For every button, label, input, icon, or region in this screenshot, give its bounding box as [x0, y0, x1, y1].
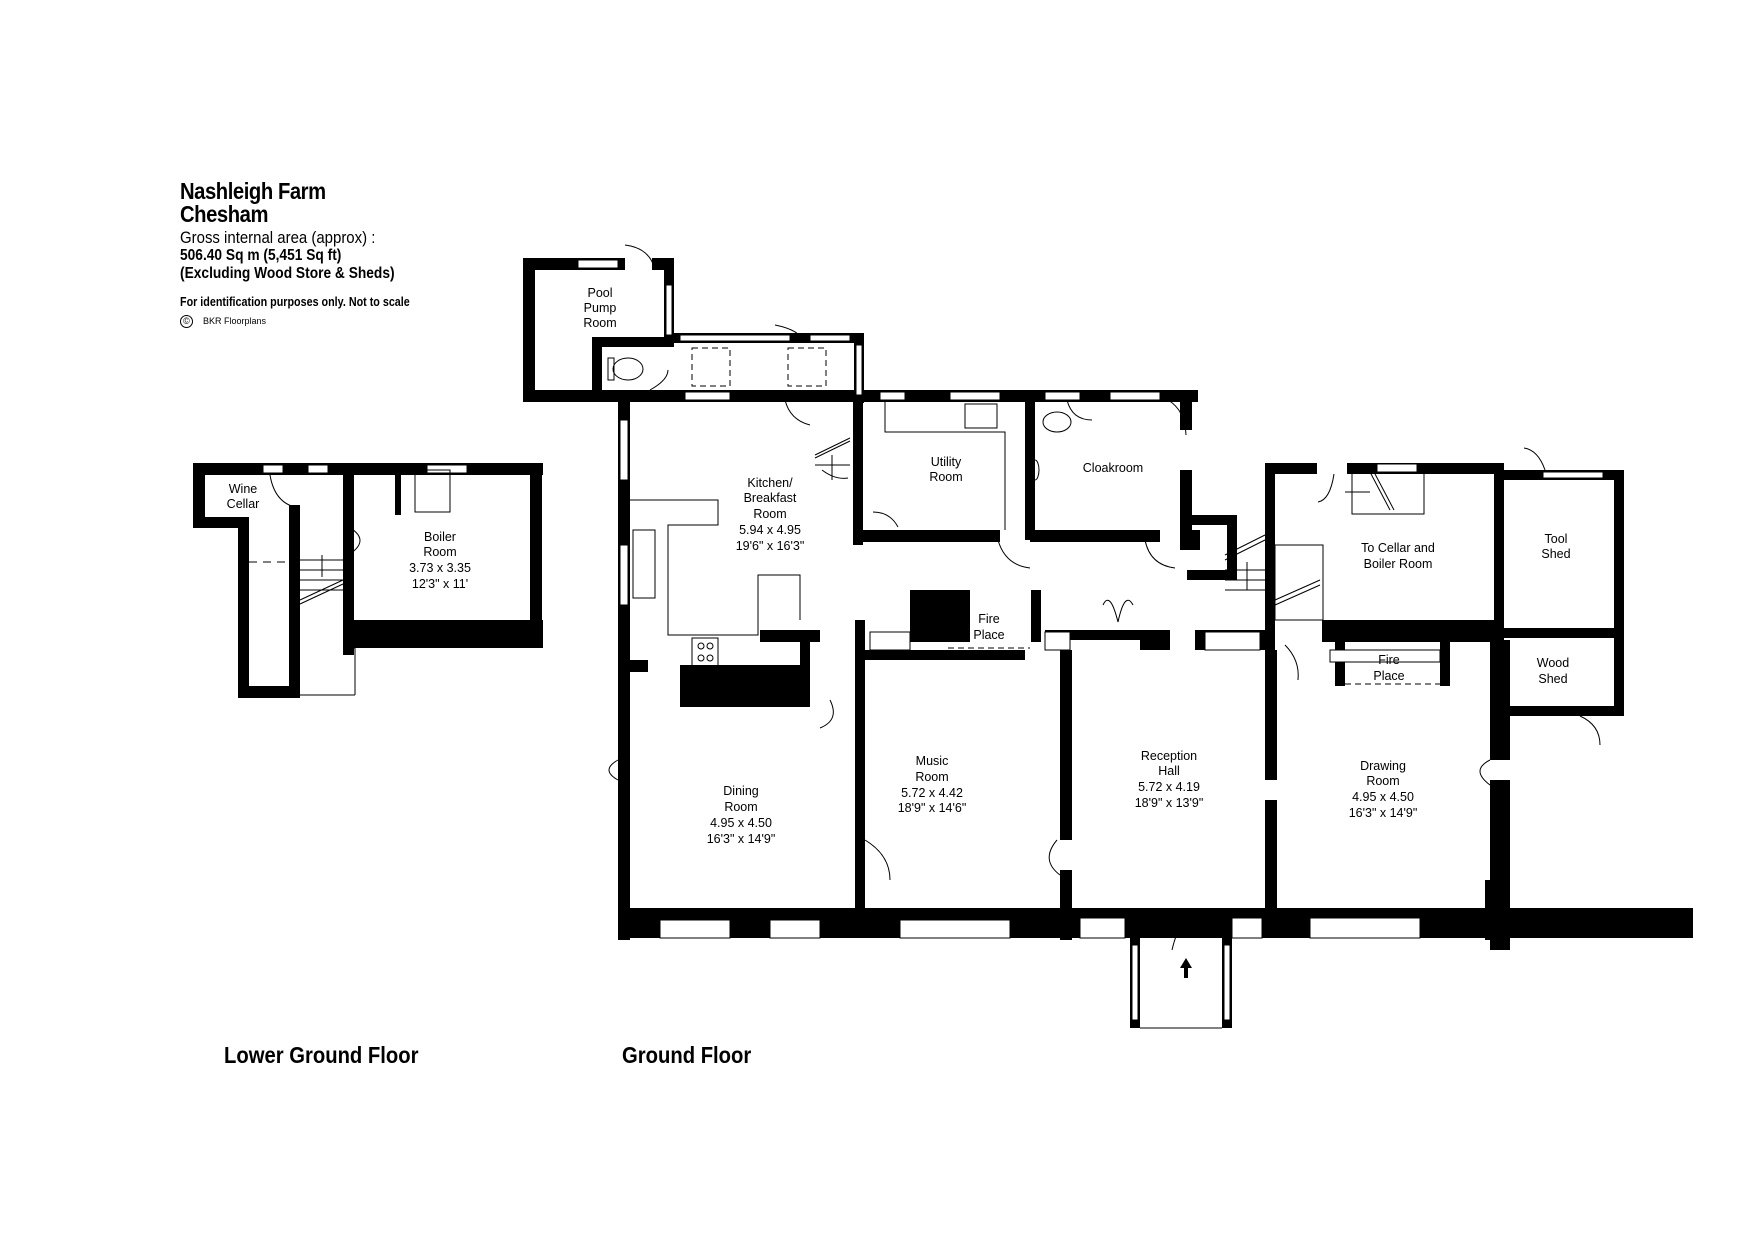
- area-note: (Excluding Wood Store & Sheds): [180, 265, 395, 282]
- room-name-line: Wine: [229, 482, 258, 496]
- room-name-line: Room: [583, 316, 616, 330]
- plan-header: Nashleigh Farm Chesham Gross internal ar…: [180, 180, 447, 328]
- entrance-arrow-icon: [1180, 958, 1192, 978]
- area-label: Gross internal area (approx) :: [180, 228, 376, 247]
- room-dimension-metric: 5.94 x 4.95: [739, 523, 801, 537]
- lower-ground-details: [249, 469, 451, 696]
- property-location: Chesham: [180, 201, 269, 227]
- room-dimension-imperial: 19'6" x 16'3": [736, 539, 805, 553]
- room-name-line: Utility: [931, 455, 962, 469]
- ground-floor-walls: [523, 258, 1693, 1028]
- room-name-line: Drawing: [1360, 759, 1406, 773]
- property-name: Nashleigh Farm: [180, 178, 326, 204]
- copyright-icon: ©: [180, 314, 193, 328]
- copyright: © BKR Floorplans: [180, 314, 447, 328]
- room-name-line: Shed: [1538, 672, 1567, 686]
- room-name-line: Boiler: [424, 530, 456, 544]
- area-value: 506.40 Sq m (5,451 Sq ft): [180, 247, 342, 264]
- room-name-line: Cellar: [227, 497, 260, 511]
- room-name-line: To Cellar and: [1361, 541, 1435, 555]
- room-name-line: Fire: [1378, 653, 1400, 667]
- room-name-line: Music: [916, 754, 949, 768]
- staircase-hall: [1224, 534, 1266, 591]
- room-name-line: Place: [973, 628, 1004, 642]
- room-name-line: Tool: [1545, 532, 1568, 546]
- room-name-line: Breakfast: [744, 491, 797, 505]
- lower-ground-room-labels: Wine Cellar Boiler Room 3.73 x 3.35 12'3…: [227, 482, 471, 591]
- room-dimension-metric: 4.95 x 4.50: [710, 816, 772, 830]
- room-name-line: Room: [724, 800, 757, 814]
- room-name-line: Room: [915, 770, 948, 784]
- room-name-line: Fire: [978, 612, 1000, 626]
- room-name-line: Pool: [587, 286, 612, 300]
- room-name-line: Cloakroom: [1083, 461, 1143, 475]
- ground-floor-fixtures: [607, 244, 1601, 1029]
- room-name-line: Wood: [1537, 656, 1569, 670]
- room-name-line: Reception: [1141, 749, 1197, 763]
- room-name-line: Room: [423, 545, 456, 559]
- room-name-line: Pump: [584, 301, 617, 315]
- room-name-line: Hall: [1158, 764, 1180, 778]
- room-name-line: Place: [1373, 669, 1404, 683]
- room-dimension-imperial: 16'3" x 14'9": [1349, 806, 1418, 820]
- room-dimension-imperial: 18'9" x 14'6": [898, 801, 967, 815]
- lower-ground-floor-plan: [193, 463, 543, 698]
- room-name-line: Room: [929, 470, 962, 484]
- room-name-line: Shed: [1541, 547, 1570, 561]
- room-name-line: Room: [753, 507, 786, 521]
- room-dimension-imperial: 18'9" x 13'9": [1135, 796, 1204, 810]
- room-dimension-imperial: 12'3" x 11': [412, 577, 468, 591]
- room-name-line: Room: [1366, 774, 1399, 788]
- ground-floor-room-labels: Pool Pump Room Kitchen/ Breakfast Room 5…: [583, 286, 1570, 846]
- room-name-line: Boiler Room: [1364, 557, 1433, 571]
- floor-label-lower-ground: Lower Ground Floor: [224, 1042, 419, 1068]
- staircase-cellar: [1274, 471, 1425, 621]
- room-dimension-metric: 5.72 x 4.42: [901, 786, 963, 800]
- floor-label-ground: Ground Floor: [622, 1042, 752, 1068]
- room-name-line: Kitchen/: [747, 476, 793, 490]
- room-dimension-metric: 5.72 x 4.19: [1138, 780, 1200, 794]
- ground-floor-windows: [577, 259, 1604, 1021]
- disclaimer: For identification purposes only. Not to…: [180, 295, 410, 309]
- room-dimension-imperial: 16'3" x 14'9": [707, 832, 776, 846]
- room-dimension-metric: 3.73 x 3.35: [409, 561, 471, 575]
- copyright-owner: BKR Floorplans: [203, 315, 267, 326]
- staircase-kitchen: [814, 437, 851, 480]
- room-dimension-metric: 4.95 x 4.50: [1352, 790, 1414, 804]
- room-name-line: Dining: [723, 784, 758, 798]
